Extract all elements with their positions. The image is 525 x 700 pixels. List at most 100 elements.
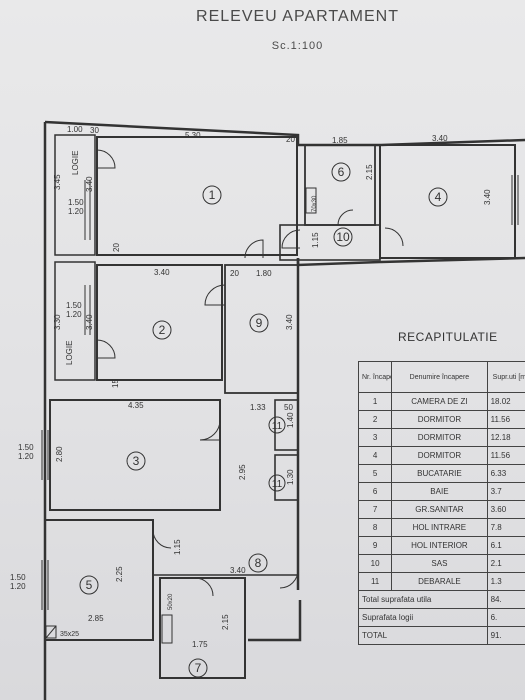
- recap-cell-name: GR.SANITAR: [391, 500, 488, 519]
- recap-cell-area: 6.33: [486, 464, 525, 483]
- logia-1: [54, 134, 96, 256]
- recap-total-label: Total suprafata utila: [358, 590, 488, 609]
- room-1-outline: [96, 136, 298, 256]
- dim-room3-h: 2.80: [55, 446, 64, 462]
- dim-r11-140: 1.40: [286, 412, 295, 428]
- room-marker: [202, 185, 222, 205]
- dim-room1-side20: 20: [112, 243, 121, 252]
- recap-header-nr: Nr. încapere: [357, 361, 393, 393]
- room-marker: [188, 658, 208, 678]
- recap-total-value: 84.: [486, 590, 525, 609]
- room-9-outline: [224, 264, 299, 394]
- room-marker: [428, 187, 448, 207]
- shaft-room-7: [161, 614, 173, 644]
- dim-top-30: 30: [90, 126, 99, 135]
- dim-room2-h: 3.40: [85, 314, 94, 330]
- outer-wall: [296, 256, 525, 267]
- recap-cell-name: HOL INTERIOR: [391, 536, 488, 555]
- dim-top-185: 1.85: [332, 136, 348, 145]
- recap-cell-nr: 5: [357, 464, 393, 483]
- recap-cell-nr: 4: [357, 446, 393, 465]
- dim-hall-295: 2.95: [238, 464, 247, 480]
- shaft-room-6: [305, 187, 317, 214]
- room-3-outline: [49, 399, 221, 511]
- room-10-outline: [279, 224, 381, 261]
- recap-cell-nr: 11: [357, 572, 393, 591]
- recap-total-value: 91.: [486, 626, 525, 645]
- dim-top-340b: 3.40: [432, 134, 448, 143]
- door-arc: [337, 209, 354, 226]
- dim-win2: 1.50: [66, 301, 82, 310]
- recap-cell-nr: 10: [357, 554, 393, 573]
- recap-cell-name: DORMITOR: [391, 428, 488, 447]
- recap-cell-nr: 9: [357, 536, 393, 555]
- recap-title: RECAPITULATIE: [398, 330, 498, 344]
- room-markers: [79, 162, 448, 678]
- room-label-6: 6: [338, 165, 345, 179]
- recap-cell-area: 1.3: [486, 572, 525, 591]
- recap-cell-name: BUCATARIE: [391, 464, 488, 483]
- recap-cell-nr: 7: [357, 500, 393, 519]
- dim-room3-w: 4.35: [128, 401, 144, 410]
- recap-cell-area: 7.8: [486, 518, 525, 537]
- dim-r7-w: 1.75: [192, 640, 208, 649]
- room-label-7: 7: [195, 661, 202, 675]
- dim-logia2-h: 3.30: [53, 314, 62, 330]
- room-marker: [268, 416, 286, 434]
- room-label-5: 5: [86, 578, 93, 592]
- room-label-2: 2: [159, 323, 166, 337]
- outer-wall: [248, 600, 302, 642]
- logia1-label: LOGIE: [71, 151, 80, 175]
- page-title: RELEVEU APARTAMENT: [196, 8, 399, 25]
- dim-room9-h: 3.40: [285, 314, 294, 330]
- room-label-9: 9: [256, 316, 263, 330]
- dim-top-logia: 1.00: [67, 125, 83, 134]
- door-arc: [204, 284, 226, 306]
- door-arc: [199, 419, 221, 441]
- door-swings: [96, 149, 404, 597]
- dim-r7-h: 2.15: [221, 614, 230, 630]
- room-2-outline: [96, 264, 223, 381]
- room-marker: [248, 553, 268, 573]
- dim-r7-shaft: 50x20: [168, 593, 174, 610]
- dim-room1-h: 3.40: [85, 176, 94, 192]
- room-marker: [126, 451, 146, 471]
- recap-cell-name: CAMERA DE ZI: [391, 392, 488, 411]
- dim-c15: 15: [111, 379, 120, 388]
- dim-r8-w: 3.40: [230, 566, 246, 575]
- recap-cell-nr: 6: [357, 482, 393, 501]
- recap-cell-area: 12.18: [486, 428, 525, 447]
- door-arc: [244, 239, 264, 259]
- recap-header-name: Denumire încapere: [391, 361, 488, 393]
- room-label-4: 4: [435, 190, 442, 204]
- dim-r5-h: 2.25: [115, 566, 124, 582]
- room-label-11a: 11: [272, 421, 283, 432]
- recap-cell-nr: 2: [357, 410, 393, 429]
- dim-win3b: 1.20: [18, 452, 34, 461]
- room-marker: [333, 227, 353, 247]
- dim-room9-w: 1.80: [256, 269, 272, 278]
- room-5-outline: [44, 519, 154, 641]
- recap-cell-name: HOL INTRARE: [391, 518, 488, 537]
- dim-r5-115: 1.15: [173, 539, 182, 555]
- dim-logia1-h: 3.45: [53, 174, 62, 190]
- recap-cell-area: 18.02: [486, 392, 525, 411]
- door-arc: [384, 227, 404, 247]
- dim-r5-w: 2.85: [88, 614, 104, 623]
- logia2-label: LOGIE: [65, 341, 74, 365]
- room-label-8: 8: [255, 556, 262, 570]
- door-arc: [96, 339, 116, 359]
- room-marker: [268, 474, 286, 492]
- door-arc: [279, 569, 299, 589]
- dim-r6-215: 2.15: [365, 164, 374, 180]
- dim-c50: 50: [284, 403, 293, 412]
